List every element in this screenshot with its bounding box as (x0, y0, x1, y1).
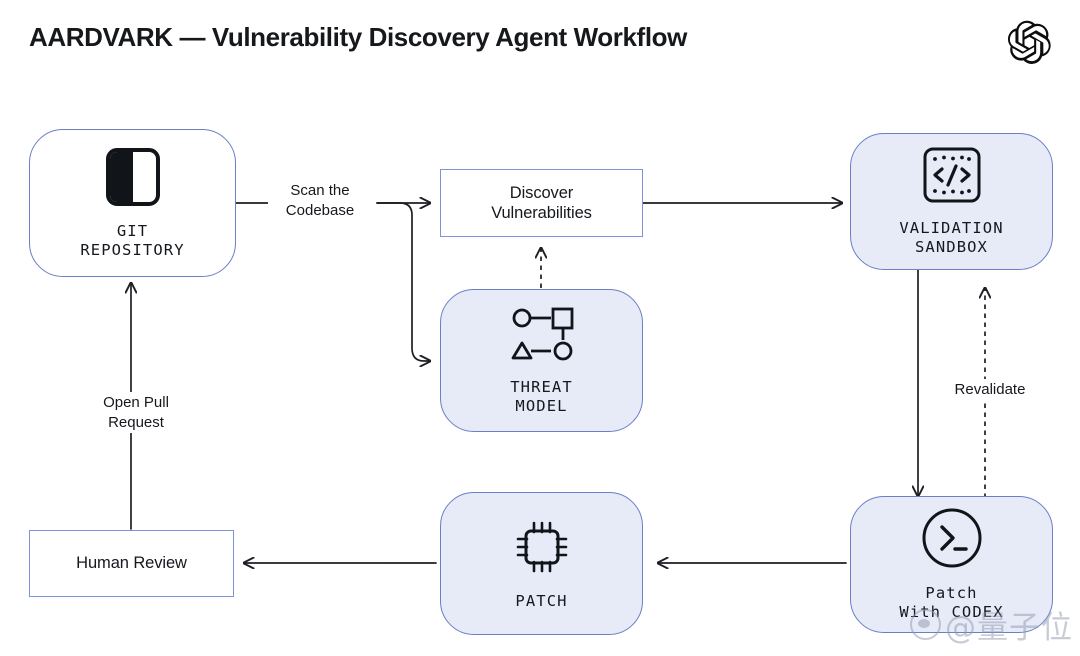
node-patch[interactable]: PATCH (440, 492, 643, 635)
cpu-chip-icon (512, 517, 572, 582)
node-human-review[interactable]: Human Review (29, 530, 234, 597)
node-label-validation-sandbox: VALIDATION SANDBOX (899, 219, 1004, 256)
openai-logo (1007, 20, 1052, 64)
threat-model-graph-icon (507, 305, 577, 368)
node-discover-vulnerabilities[interactable]: Discover Vulnerabilities (440, 169, 643, 237)
node-label-human-review: Human Review (76, 554, 187, 573)
edge-label-scan-the-codebase: Scan the Codebase (268, 180, 372, 221)
node-git-repository[interactable]: GIT REPOSITORY (29, 129, 236, 277)
node-threat-model[interactable]: THREAT MODEL (440, 289, 643, 432)
page-title: AARDVARK — Vulnerability Discovery Agent… (29, 22, 687, 52)
node-label-patch: PATCH (515, 591, 568, 610)
edge-label-open-pull-request: Open Pull Request (82, 392, 190, 433)
edge-label-revalidate: Revalidate (936, 379, 1044, 401)
node-label-discover-vulnerabilities: Discover Vulnerabilities (491, 183, 592, 222)
node-label-git-repository: GIT REPOSITORY (80, 221, 185, 259)
edge-scan-to-threat-model (376, 202, 430, 361)
node-label-patch-with-codex: Patch With CODEX (899, 584, 1004, 621)
code-brackets-icon (922, 146, 982, 209)
node-validation-sandbox[interactable]: VALIDATION SANDBOX (850, 133, 1053, 270)
node-label-threat-model: THREAT MODEL (510, 378, 573, 415)
repository-icon (105, 147, 161, 212)
node-patch-with-codex[interactable]: Patch With CODEX (850, 496, 1053, 633)
terminal-prompt-icon (921, 507, 983, 574)
